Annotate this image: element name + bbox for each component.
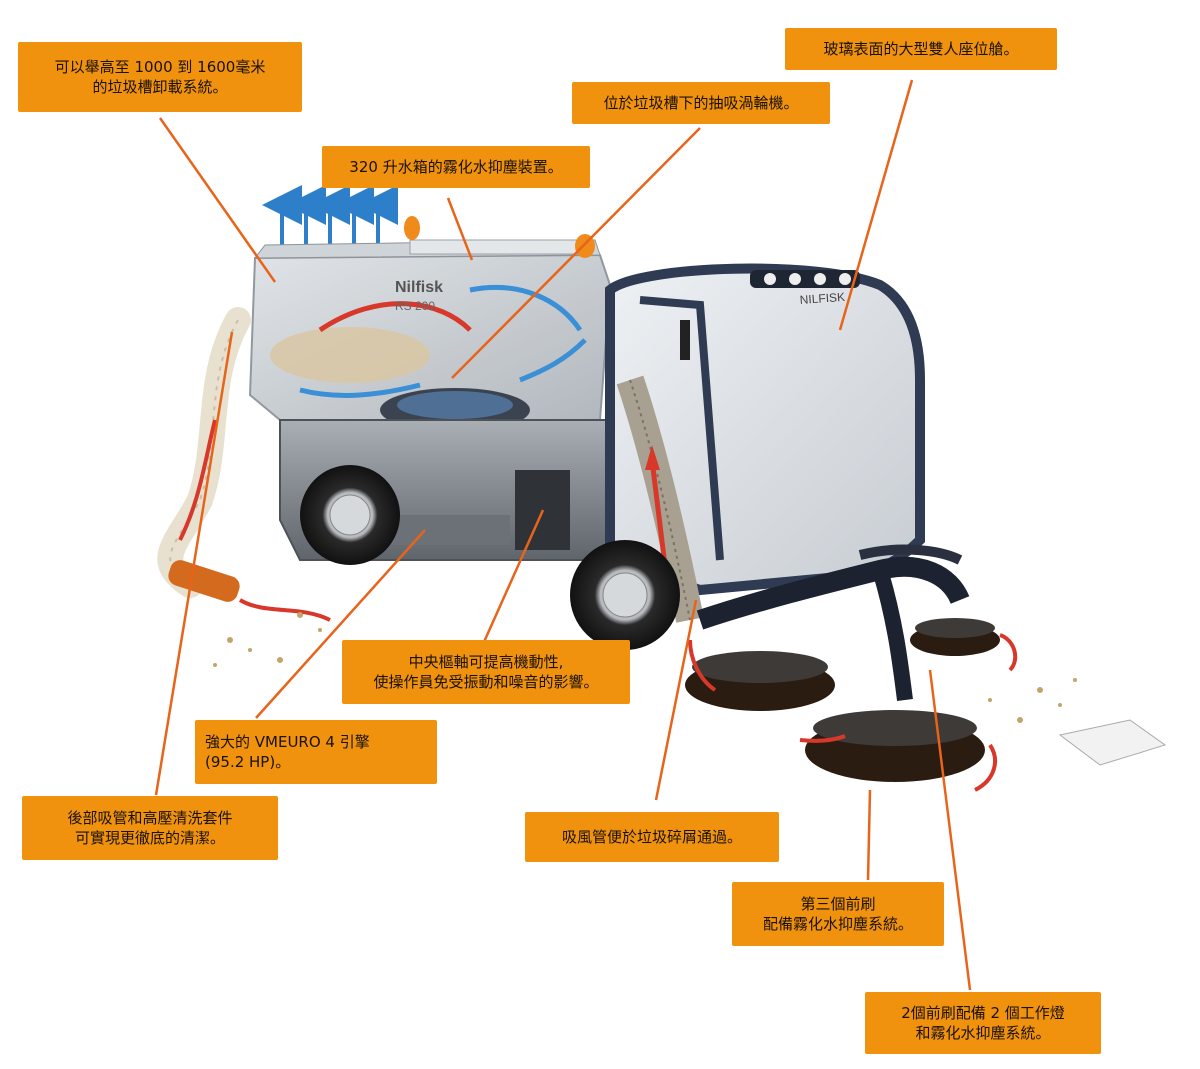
- callout-third-brush: 第三個前刷 配備霧化水抑塵系統。: [732, 882, 944, 946]
- leader-engine: [255, 529, 426, 719]
- callout-turbine: 位於垃圾槽下的抽吸渦輪機。: [572, 82, 830, 124]
- callout-mist-line1: 320 升水箱的霧化水抑塵裝置。: [349, 158, 563, 176]
- leader-brush2: [928, 669, 972, 991]
- leader-axle: [482, 509, 545, 643]
- callout-mist: 320 升水箱的霧化水抑塵裝置。: [322, 146, 590, 188]
- callout-engine: 強大的 VMEURO 4 引擎 (95.2 HP)。: [195, 720, 437, 784]
- callout-suction-pipe: 吸風管便於垃圾碎屑通過。: [525, 812, 779, 862]
- callout-brush2-line2: 和霧化水抑塵系統。: [915, 1024, 1051, 1042]
- cab-logo: NILFISK: [799, 290, 845, 307]
- callout-axle: 中央樞軸可提高機動性, 使操作員免受振動和噪音的影響。: [342, 640, 630, 704]
- leader-turbine: [451, 127, 701, 379]
- leader-pipe: [654, 599, 698, 801]
- wheels: [300, 465, 680, 650]
- callout-brush3-line2: 配備霧化水抑塵系統。: [762, 915, 913, 933]
- leader-dump: [158, 117, 277, 283]
- hopper: Nilfisk RS 200: [248, 216, 612, 432]
- callout-pipe-line1: 吸風管便於垃圾碎屑通過。: [561, 828, 742, 846]
- body-logo: Nilfisk: [395, 279, 443, 296]
- callout-dump-line1: 可以舉高至 1000 到 1600毫米: [54, 58, 266, 76]
- callout-dump-line2: 的垃圾槽卸載系統。: [92, 78, 228, 96]
- callout-cab: 玻璃表面的大型雙人座位艙。: [785, 28, 1057, 70]
- leader-cab: [838, 79, 914, 331]
- callout-dump-system: 可以舉高至 1000 到 1600毫米 的垃圾槽卸載系統。: [18, 42, 302, 112]
- callout-brush2-line1: 2個前刷配備 2 個工作燈: [901, 1004, 1065, 1022]
- callout-engine-line1: 強大的 VMEURO 4 引擎: [205, 733, 370, 751]
- callout-front-brushes: 2個前刷配備 2 個工作燈 和霧化水抑塵系統。: [865, 992, 1101, 1054]
- leader-lines: [154, 79, 972, 991]
- callout-brush3-line1: 第三個前刷: [800, 895, 876, 913]
- callout-axle-line2: 使操作員免受振動和噪音的影響。: [373, 673, 599, 691]
- exhaust-arrows: [262, 185, 398, 248]
- callout-turbine-line1: 位於垃圾槽下的抽吸渦輪機。: [603, 94, 799, 112]
- callout-cab-line1: 玻璃表面的大型雙人座位艙。: [823, 40, 1019, 58]
- model-badge: RS 200: [395, 299, 435, 313]
- callout-hose-line1: 後部吸管和高壓清洗套件: [67, 809, 233, 827]
- rear-suction-hose: [157, 307, 331, 622]
- leader-hose: [154, 331, 234, 796]
- callout-engine-line2: (95.2 HP)。: [205, 753, 291, 771]
- debris: [213, 612, 1077, 723]
- callout-axle-line1: 中央樞軸可提高機動性,: [408, 653, 564, 671]
- cab: NILFISK: [605, 263, 925, 596]
- front-brushes: [685, 618, 1167, 792]
- callout-rear-hose: 後部吸管和高壓清洗套件 可實現更徹底的清潔。: [22, 796, 278, 860]
- callout-hose-line2: 可實現更徹底的清潔。: [74, 829, 225, 847]
- leader-mist: [446, 197, 474, 261]
- leader-brush3: [866, 789, 872, 881]
- brush-arm: [696, 544, 970, 701]
